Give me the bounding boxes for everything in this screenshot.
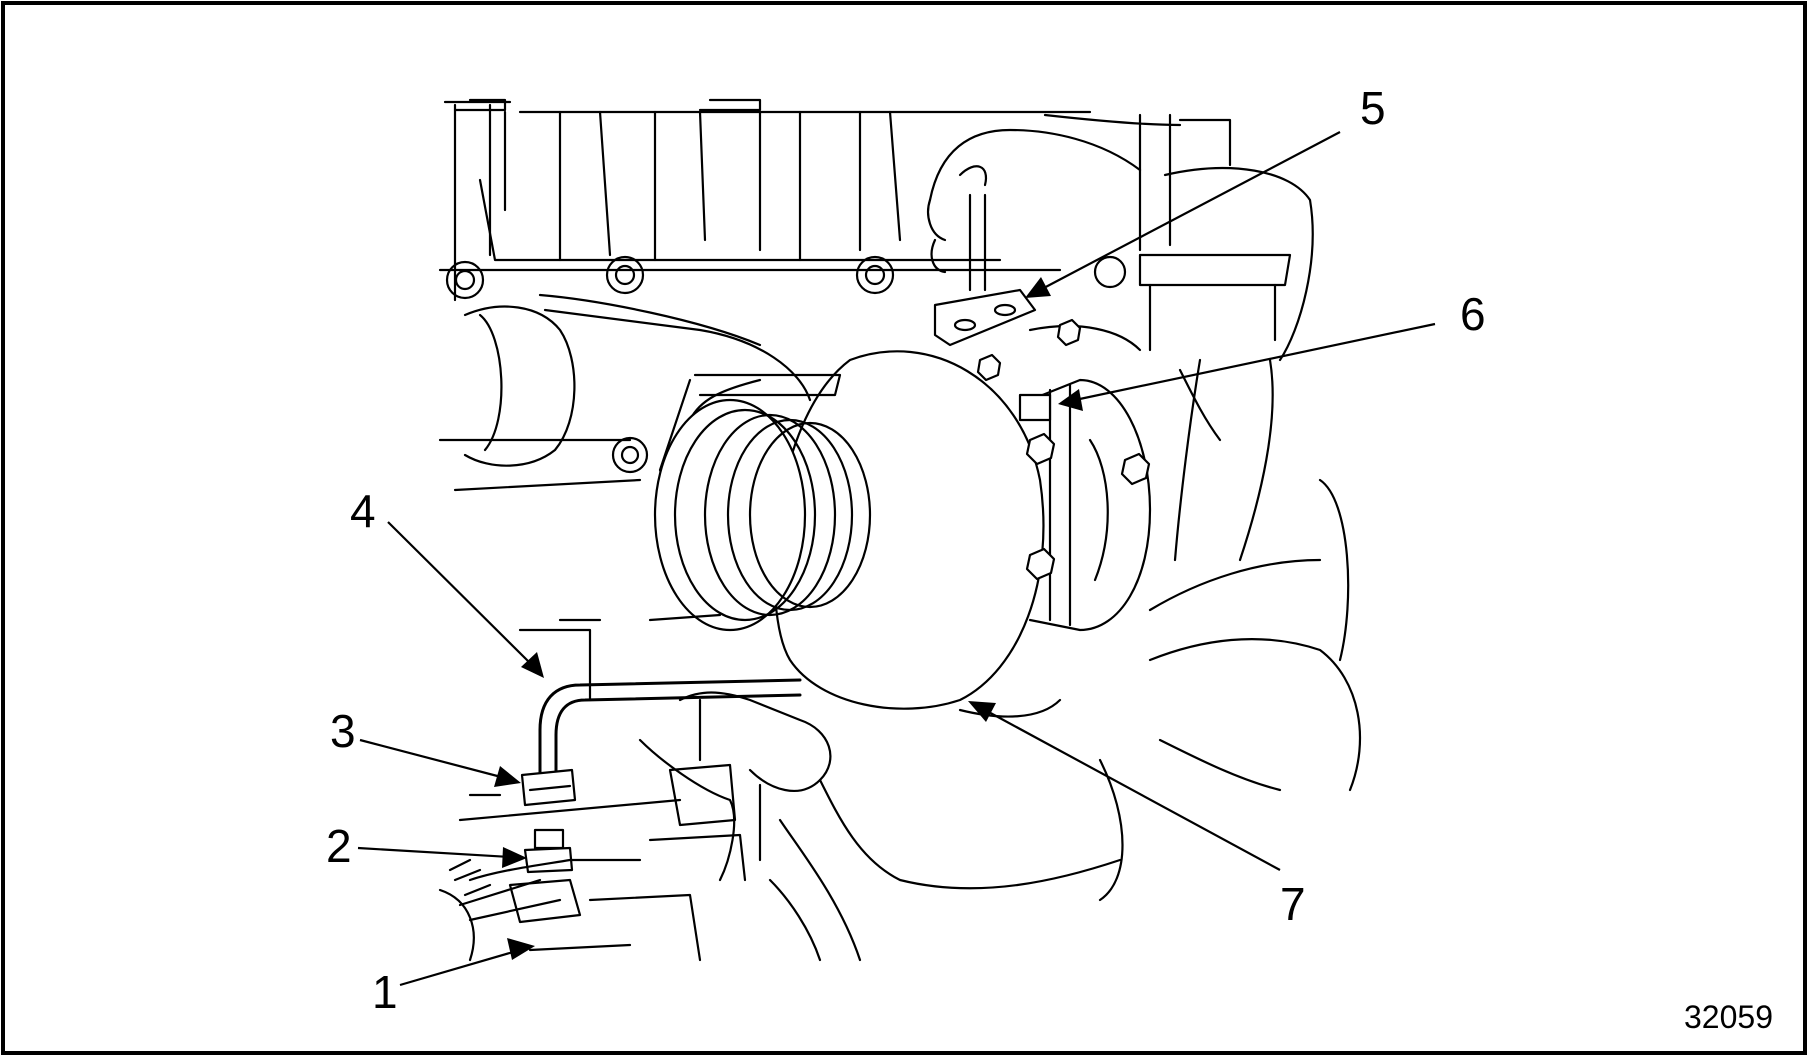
callout-3: 3 — [330, 705, 356, 757]
leader-lines — [357, 131, 1436, 987]
figure-number: 32059 — [1684, 999, 1773, 1035]
leader-7 — [984, 709, 1281, 871]
callout-5: 5 — [1360, 82, 1386, 134]
callout-4: 4 — [350, 485, 376, 537]
leader-2 — [357, 846, 511, 859]
leader-6 — [1074, 322, 1436, 402]
callout-1: 1 — [372, 966, 398, 1018]
callout-7: 7 — [1280, 878, 1306, 930]
intake-housing-drawing — [1138, 167, 1350, 662]
leader-4 — [387, 521, 531, 664]
oil-line-drawing — [438, 613, 862, 962]
leader-1 — [399, 948, 521, 987]
leader-5 — [1039, 131, 1341, 291]
hands-drawing — [638, 128, 1362, 902]
turbocharger-drawing — [653, 318, 1152, 710]
callout-6: 6 — [1460, 288, 1486, 340]
engine-block-drawing — [438, 98, 1232, 492]
leader-3 — [359, 738, 506, 780]
callout-2: 2 — [326, 820, 352, 872]
